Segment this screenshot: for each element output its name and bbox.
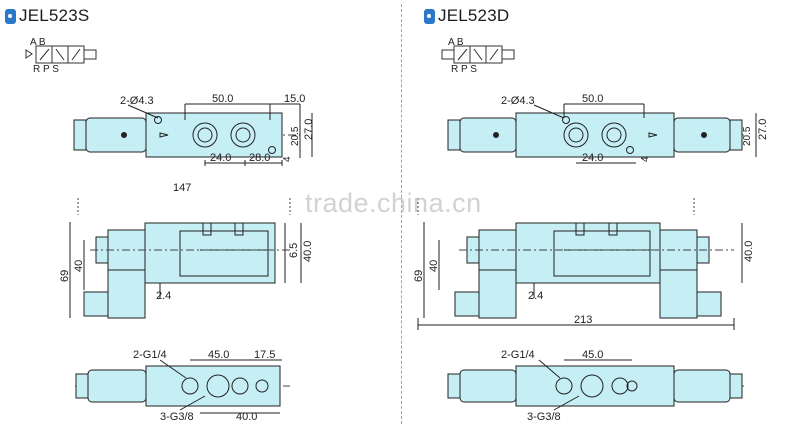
dim-ports-g14: 2-G1/4 <box>133 349 167 361</box>
dim-69: 69 <box>59 270 71 282</box>
dim-holes: 2-Ø4.3 <box>501 95 535 107</box>
dim-40: 40 <box>428 260 440 272</box>
dim-27: 27.0 <box>303 119 315 140</box>
dim-2-4: 2.4 <box>156 290 171 302</box>
top-view: 2-Ø4.3 50.0 24.0 20.5 27.0 4 <box>447 93 769 164</box>
front-view: 147 69 40 6.5 40.0 2.4 <box>59 182 314 319</box>
dim-40-b: 40.0 <box>236 411 257 423</box>
title-marker-icon <box>5 9 16 24</box>
dim-4: 4 <box>640 156 651 162</box>
bottom-view: 2-G1/4 45.0 3-G3/8 <box>447 349 744 423</box>
top-view: 2-Ø4.3 50.0 15.0 24.0 28.0 20.5 27.0 4 <box>73 93 315 166</box>
symbol-bottom-ports: R P S <box>33 64 59 75</box>
dim-213: 213 <box>574 314 592 326</box>
symbol-bottom-ports: R P S <box>451 64 477 75</box>
drawing-jel523d: A B R P S <box>413 37 769 423</box>
front-view: 69 40 40.0 2.4 213 <box>413 198 755 330</box>
dim-69: 69 <box>413 270 425 282</box>
panel-jel523s: JEL523S A B R P S <box>5 6 315 423</box>
dim-45: 45.0 <box>582 349 603 361</box>
dim-2-4: 2.4 <box>528 290 543 302</box>
dim-147: 147 <box>173 182 191 194</box>
dim-50: 50.0 <box>582 93 603 105</box>
panel-jel523d: JEL523D A B R P S <box>404 0 800 428</box>
bottom-view: 2-G1/4 45.0 17.5 3-G3/8 40.0 <box>75 349 290 423</box>
dim-20-5: 20.5 <box>290 126 301 146</box>
dim-50: 50.0 <box>212 93 233 105</box>
model-title: JEL523S <box>19 6 90 25</box>
panel-divider <box>401 4 402 424</box>
dim-ports-g38: 3-G3/8 <box>527 411 561 423</box>
dim-6-5: 6.5 <box>288 243 300 258</box>
dim-40-0: 40.0 <box>302 241 314 262</box>
watermark: trade.china.cn <box>305 188 482 218</box>
valve-symbol: A B R P S <box>25 37 97 75</box>
dim-15: 15.0 <box>284 93 305 105</box>
dim-ports-g38: 3-G3/8 <box>160 411 194 423</box>
dim-28: 28.0 <box>249 152 270 164</box>
dim-holes: 2-Ø4.3 <box>120 95 154 107</box>
dim-24: 24.0 <box>210 152 231 164</box>
dim-45: 45.0 <box>208 349 229 361</box>
title-marker-icon <box>424 9 435 24</box>
dim-20-5: 20.5 <box>742 126 753 146</box>
dim-27: 27.0 <box>757 119 769 140</box>
valve-symbol: A B R P S <box>441 37 515 75</box>
dim-40: 40 <box>73 260 85 272</box>
dim-ports-g14: 2-G1/4 <box>501 349 535 361</box>
dim-24: 24.0 <box>582 152 603 164</box>
drawing-jel523s: A B R P S <box>25 37 315 423</box>
symbol-top-ports: A B <box>30 37 46 48</box>
dim-17-5: 17.5 <box>254 349 275 361</box>
symbol-top-ports: A B <box>448 37 464 48</box>
dim-40-0: 40.0 <box>743 241 755 262</box>
model-title: JEL523D <box>438 6 510 25</box>
dim-4: 4 <box>282 156 293 162</box>
